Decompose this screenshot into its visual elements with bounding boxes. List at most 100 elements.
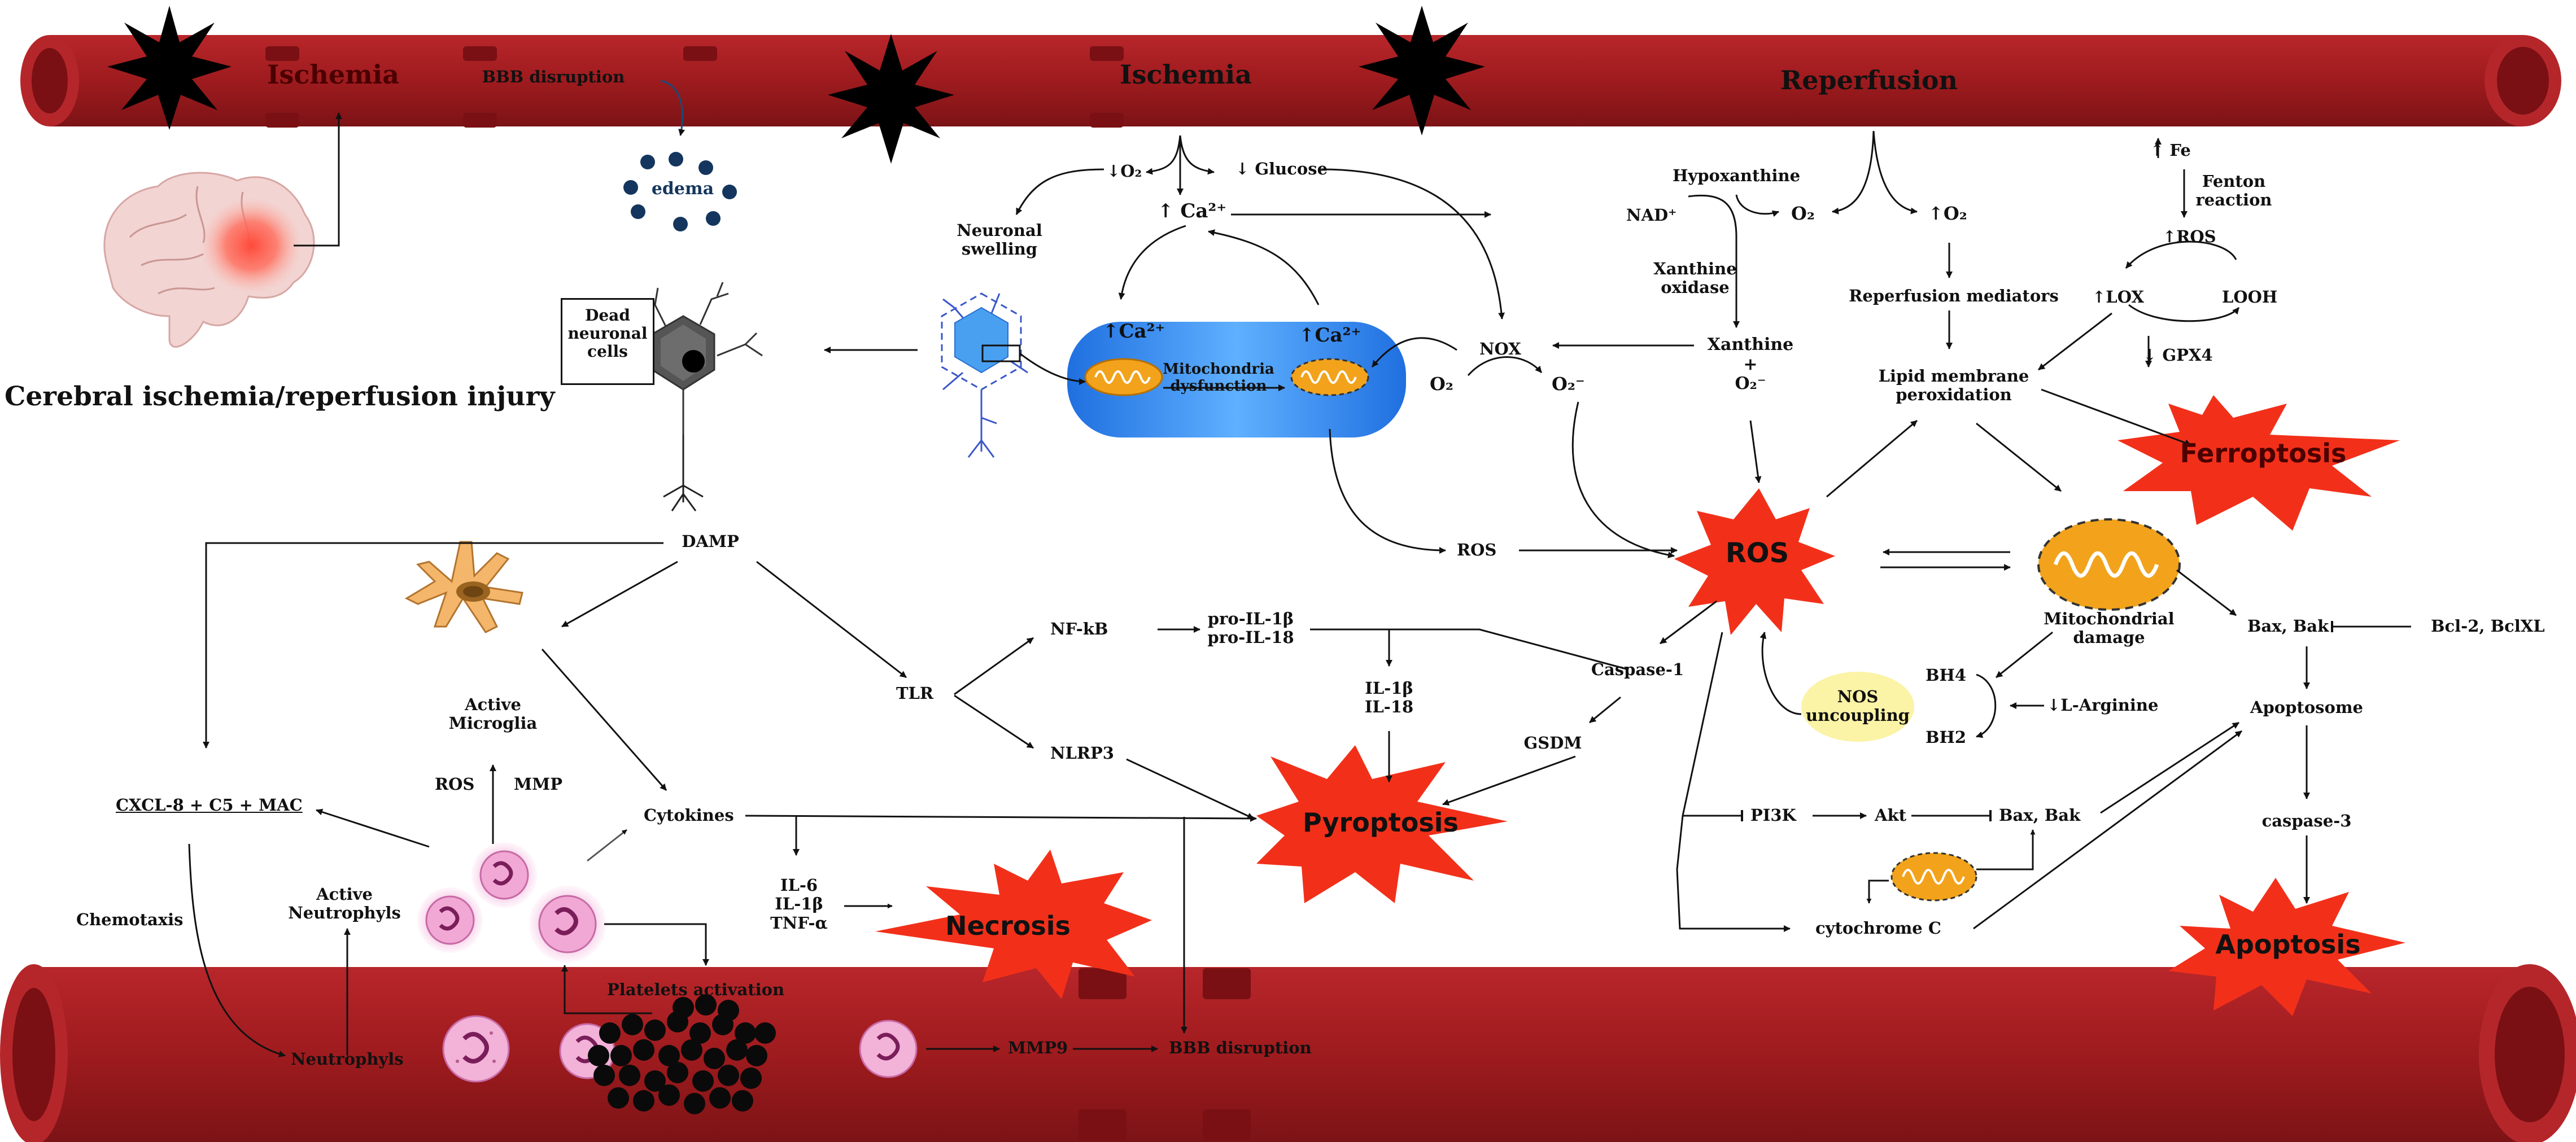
active-neutrophil-icon bbox=[529, 886, 606, 962]
mitochondria-cell bbox=[1067, 322, 1406, 437]
nlrp3-label: NLRP3 bbox=[1050, 743, 1114, 763]
ros-center-label: ROS bbox=[1725, 537, 1789, 569]
platelet bbox=[718, 1065, 739, 1086]
akt-label: Akt bbox=[1875, 806, 1906, 825]
bh2-label: BH2 bbox=[1926, 728, 1967, 747]
pyroptosis-burst bbox=[1256, 745, 1508, 903]
platelet bbox=[608, 1087, 629, 1109]
mitochondrial-damage-label: Mitochondrial damage bbox=[2044, 609, 2175, 647]
o2-decrease-label: ↓O₂ bbox=[1107, 161, 1142, 181]
ischemia-label-left: Ischemia bbox=[267, 59, 400, 90]
platelet bbox=[588, 1045, 609, 1066]
platelets-cluster-icon bbox=[588, 994, 776, 1114]
platelet bbox=[593, 1065, 615, 1086]
pyroptosis-label: Pyroptosis bbox=[1303, 807, 1459, 838]
mitochondrion-icon bbox=[1084, 358, 1163, 396]
swollen-neuron-icon bbox=[941, 292, 1028, 458]
pathway-arrows bbox=[188, 80, 2411, 1057]
mmp-label: MMP bbox=[514, 775, 563, 794]
active-neutrophil-icon bbox=[417, 887, 483, 953]
page-title: Cerebral ischemia/reperfusion injury bbox=[5, 381, 555, 412]
platelet bbox=[740, 1067, 762, 1089]
platelet bbox=[689, 1022, 711, 1044]
top-blood-vessel bbox=[20, 35, 2561, 128]
bax-bak-label: Bax, Bak bbox=[2247, 616, 2329, 636]
nad-label: NAD⁺ bbox=[1626, 205, 1677, 225]
platelet bbox=[704, 1048, 725, 1069]
gpx4-label: ↓ GPX4 bbox=[2143, 345, 2213, 365]
platelet bbox=[746, 1045, 767, 1066]
platelet bbox=[658, 1084, 680, 1106]
platelet bbox=[622, 1014, 643, 1035]
il1b-il18-label: IL-1β IL-18 bbox=[1364, 679, 1414, 717]
caspase-1-label: Caspase-1 bbox=[1591, 660, 1684, 679]
superoxide-label: O₂⁻ bbox=[1552, 373, 1585, 395]
platelet bbox=[667, 1062, 688, 1083]
mito-calcium-left-label: ↑Ca²⁺ bbox=[1103, 320, 1165, 343]
nfkb-label: NF-kB bbox=[1050, 619, 1108, 638]
bbb-disruption-bottom-label: BBB disruption bbox=[1169, 1038, 1312, 1057]
neutrophil-icon bbox=[859, 1020, 918, 1078]
platelet bbox=[684, 1093, 705, 1114]
dead-neuronal-cells-box: Dead neuronal cells bbox=[561, 298, 654, 385]
platelet bbox=[658, 1045, 680, 1066]
hypoxanthine-label: Hypoxanthine bbox=[1672, 166, 1801, 185]
calcium-increase-label: ↑ Ca²⁺ bbox=[1158, 200, 1227, 222]
platelet bbox=[599, 1022, 621, 1044]
mito-calcium-right-label: ↑Ca²⁺ bbox=[1299, 324, 1361, 347]
ros-immune-label: ROS bbox=[435, 775, 475, 794]
platelet bbox=[681, 1039, 702, 1061]
o2-increase-label: ↑O₂ bbox=[1928, 203, 1967, 224]
damaged-mitochondrion-icon bbox=[1290, 358, 1369, 396]
dead-neuronal-cells-label: Dead neuronal cells bbox=[567, 306, 648, 361]
edema-label: edema bbox=[651, 179, 714, 199]
xanthine-oxidase-label: Xanthine oxidase bbox=[1653, 259, 1737, 297]
bbb-disruption-top-label: BBB disruption bbox=[482, 67, 625, 86]
nos-uncoupling-bubble bbox=[1801, 672, 1914, 742]
caspase3-label: caspase-3 bbox=[2261, 811, 2352, 830]
reperfusion-mediators-label: Reperfusion mediators bbox=[1849, 286, 2059, 305]
bcl2-label: Bcl-2, BclXL bbox=[2431, 616, 2545, 636]
pro-il-label: pro-IL-1β pro-IL-18 bbox=[1207, 609, 1294, 647]
apoptosis-burst bbox=[2168, 878, 2405, 1016]
brain-icon bbox=[103, 172, 315, 348]
platelets-activation-label: Platelets activation bbox=[607, 980, 785, 999]
chemotaxis-label: Chemotaxis bbox=[76, 910, 184, 929]
necrosis-burst bbox=[875, 850, 1152, 999]
platelet bbox=[633, 1039, 654, 1061]
apoptosis-label: Apoptosis bbox=[2215, 929, 2361, 960]
cxcl-label: CXCL-8 + C5 + MAC bbox=[116, 795, 303, 815]
ischemia-burst-icon bbox=[828, 34, 954, 164]
platelet bbox=[633, 1090, 654, 1112]
necrosis-label: Necrosis bbox=[945, 911, 1071, 941]
edema-dots-icon bbox=[623, 152, 737, 231]
l-arginine-label: ↓L-Arginine bbox=[2047, 695, 2159, 715]
platelet bbox=[726, 1039, 748, 1061]
platelet bbox=[732, 1090, 753, 1112]
mmp9-label: MMP9 bbox=[1008, 1038, 1068, 1057]
bax-bak-lower-label: Bax, Bak bbox=[1999, 806, 2081, 825]
ros-increase-label: ↑ROS bbox=[2163, 227, 2216, 246]
active-neutrophils-label: Active Neutrophyls bbox=[288, 885, 401, 923]
platelet bbox=[692, 1070, 714, 1092]
nos-uncoupling-label: NOS uncoupling bbox=[1806, 687, 1910, 725]
nox-label: NOX bbox=[1479, 339, 1521, 358]
xanthine-label: Xanthine + O₂⁻ bbox=[1707, 335, 1794, 393]
gsdm-label: GSDM bbox=[1523, 733, 1582, 752]
pi3k-label: PI3K bbox=[1750, 806, 1796, 825]
cytokines-label: Cytokines bbox=[644, 806, 734, 825]
ros-burst bbox=[1674, 488, 1835, 635]
active-neutrophil-icon bbox=[471, 842, 537, 908]
ros-left-label: ROS bbox=[1457, 540, 1497, 559]
platelet bbox=[619, 1065, 640, 1086]
platelet bbox=[735, 1022, 756, 1044]
ischemia-burst-icon bbox=[107, 6, 232, 130]
platelet bbox=[644, 1070, 666, 1092]
neutrophils-label: Neutrophyls bbox=[291, 1049, 404, 1069]
ferroptosis-burst bbox=[2117, 395, 2400, 531]
lox-label: ↑LOX bbox=[2092, 287, 2144, 307]
neuronal-swelling-label: Neuronal swelling bbox=[957, 221, 1042, 259]
bh4-label: BH4 bbox=[1926, 666, 1967, 685]
lipid-peroxidation-label: Lipid membrane peroxidation bbox=[1878, 366, 2029, 405]
